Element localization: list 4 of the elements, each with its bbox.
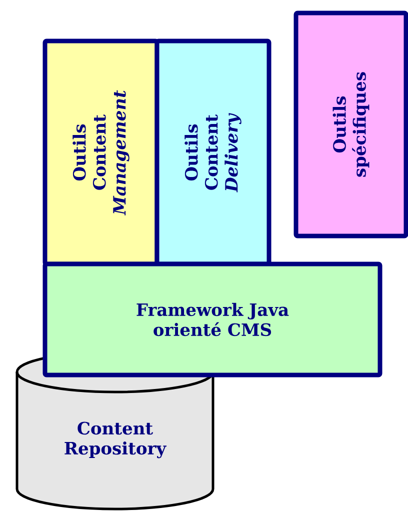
- framework-box: Framework Java orienté CMS: [42, 262, 382, 378]
- tool-box: Outils Content Management: [42, 38, 160, 266]
- tool-box: Outils spécifiques: [294, 10, 408, 238]
- tool-box: Outils Content Delivery: [154, 38, 272, 266]
